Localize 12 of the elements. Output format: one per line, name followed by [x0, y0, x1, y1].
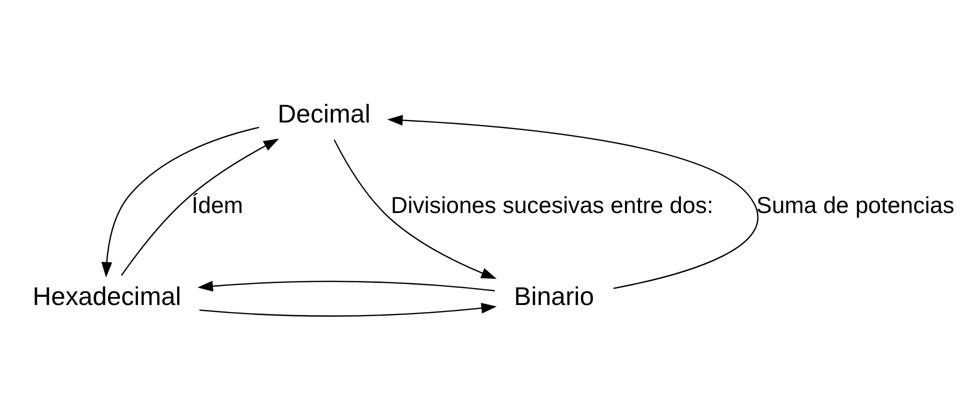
edge-label: Suma de potencias — [756, 192, 954, 218]
node-text: Decimal — [277, 100, 370, 129]
node-text: Hexadecimal — [32, 283, 181, 312]
arrow — [333, 139, 496, 279]
arrow — [198, 302, 496, 317]
arrow — [386, 114, 758, 289]
node-text: Binario — [514, 283, 594, 312]
arrow — [120, 138, 279, 276]
edge-label: Ídem — [191, 192, 243, 218]
arrow — [100, 126, 259, 278]
edge-label: Divisiones sucesivas entre dos: — [390, 192, 713, 218]
arrow — [197, 280, 494, 292]
